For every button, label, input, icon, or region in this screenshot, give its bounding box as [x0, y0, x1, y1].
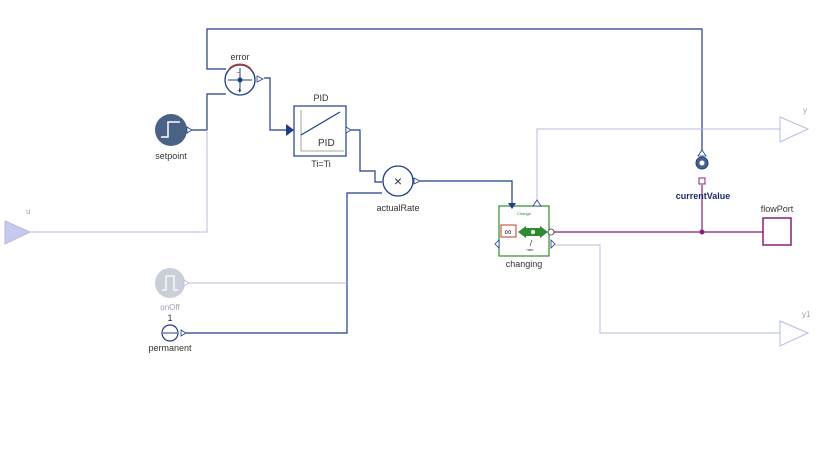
output-port-icon [697, 149, 707, 157]
error-label: error [230, 52, 249, 62]
output-port-icon [183, 279, 190, 287]
y-wire[interactable] [536, 128, 780, 203]
actualrate-label: actualRate [376, 203, 419, 213]
flowport-box [762, 217, 792, 246]
output-port-icon [345, 126, 352, 134]
currentvalue-block[interactable]: currentValue [676, 149, 731, 201]
output-port-icon [413, 177, 421, 185]
actualrate-block[interactable]: × actualRate [376, 165, 421, 213]
output-y1[interactable]: y1 [779, 310, 811, 347]
changing-inner-rate: rate [527, 247, 535, 252]
permanent-block[interactable]: 1 permanent [148, 313, 192, 353]
output-arrow-icon [779, 320, 810, 347]
side-port-icon [494, 239, 500, 249]
flowport-label: flowPort [761, 204, 794, 214]
pulse-glyph [162, 275, 178, 291]
output-port-icon [186, 126, 193, 134]
pid-param: Ti=Ti [311, 159, 331, 169]
output-y-label: y [803, 106, 807, 115]
flowport-block[interactable]: flowPort [761, 204, 794, 246]
step-source-icon [155, 114, 187, 146]
sum-center-dot [237, 77, 243, 83]
pulse-source-icon [155, 268, 185, 298]
times-sign: × [394, 173, 402, 189]
setpoint-block[interactable]: setpoint [155, 114, 193, 161]
output-y[interactable]: y [779, 106, 810, 143]
changing-inner-title: Change [517, 211, 532, 216]
plus-sign: + [237, 86, 242, 95]
pid-block[interactable]: PID PID Ti=Ti [286, 93, 352, 169]
permanent-to-actualrate-wire[interactable] [186, 192, 382, 334]
onoff-label: onOff [160, 303, 180, 312]
sensor-flow-port-icon [698, 177, 706, 185]
product-icon [382, 165, 414, 197]
flow-valve-dot [531, 230, 535, 234]
flow-right-arrow-icon [540, 226, 548, 238]
changing-label: changing [506, 259, 543, 269]
error-block[interactable]: error − + [224, 52, 264, 96]
pid-box [293, 105, 347, 157]
flow-port-icon [547, 228, 555, 236]
pid-title: PID [313, 93, 329, 103]
negative-arc-icon [228, 63, 252, 70]
permanent-value: 1 [167, 313, 172, 323]
pid-to-actualrate-wire[interactable] [351, 129, 382, 183]
connections [30, 28, 780, 334]
currentvalue-label: currentValue [676, 191, 731, 201]
output-y1-label: y1 [802, 310, 811, 319]
infinity-sign: ∞ [504, 227, 511, 238]
step-glyph [161, 121, 180, 138]
junction-dot [699, 229, 705, 235]
pid-inner-label: PID [318, 138, 335, 149]
error-to-pid-wire[interactable] [264, 77, 286, 131]
output-port-icon [180, 329, 187, 337]
input-u[interactable]: u [4, 207, 32, 245]
flow-left-arrow-icon [518, 226, 526, 238]
sensor-center [699, 160, 705, 166]
actualrate-to-changing-wire[interactable] [420, 180, 513, 203]
input-u-label: u [26, 207, 30, 216]
output-port-icon [256, 75, 264, 83]
output-arrow-icon [779, 116, 810, 143]
onoff-block[interactable]: onOff [155, 268, 190, 312]
minus-sign: − [236, 68, 241, 77]
side-port-icon [550, 239, 556, 249]
output-port-icon [532, 199, 542, 207]
setpoint-label: setpoint [155, 151, 187, 161]
input-port-icon [508, 203, 516, 209]
infinite-source-icon [500, 224, 517, 238]
input-arrow-icon [4, 220, 32, 245]
y1-wire[interactable] [555, 244, 780, 334]
pid-curve [300, 111, 341, 136]
input-port-icon [286, 124, 294, 136]
rate-pointer [529, 239, 533, 247]
feedback-wire[interactable] [206, 28, 703, 154]
changing-block[interactable]: Change ∞ rate changing [494, 199, 556, 269]
u-wire[interactable] [30, 130, 208, 233]
setpoint-wire[interactable] [192, 93, 226, 131]
permanent-label: permanent [148, 343, 192, 353]
